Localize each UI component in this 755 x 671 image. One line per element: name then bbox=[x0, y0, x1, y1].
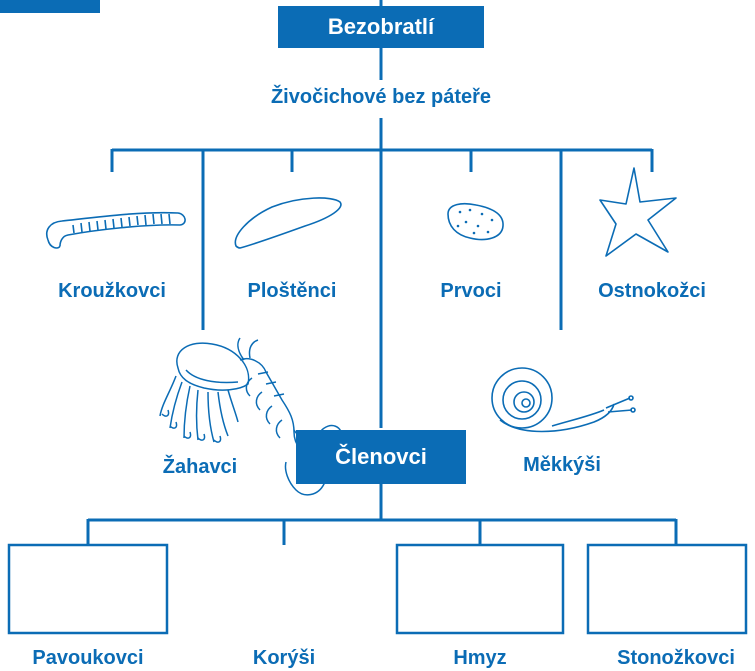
label-pavoukovci: Pavoukovci bbox=[32, 647, 144, 669]
jellyfish-icon bbox=[159, 342, 250, 443]
protozoan-icon bbox=[447, 202, 504, 241]
label-mekkysi: Měkkýši bbox=[523, 454, 601, 476]
arthropod-title: Členovci bbox=[296, 430, 466, 484]
root-subtitle: Živočichové bez páteře bbox=[270, 86, 492, 108]
label-ostnokozci: Ostnokožci bbox=[598, 280, 706, 302]
worm-icon bbox=[46, 211, 186, 249]
empty-box-stonozkovci bbox=[586, 543, 748, 635]
label-korysi: Korýši bbox=[252, 647, 316, 669]
corner-decoration bbox=[0, 0, 100, 13]
label-zahavci: Žahavci bbox=[162, 456, 238, 478]
flatworm-icon bbox=[234, 197, 342, 249]
empty-box-hmyz bbox=[395, 543, 565, 635]
label-prvoci: Prvoci bbox=[440, 280, 502, 302]
label-hmyz: Hmyz bbox=[453, 647, 507, 669]
starfish-icon bbox=[599, 167, 677, 257]
root-title: Bezobratlí bbox=[278, 6, 484, 48]
label-plostenci: Ploštěnci bbox=[247, 280, 337, 302]
connector-lines bbox=[86, 0, 678, 545]
label-stonozkovci: Stonožkovci bbox=[617, 647, 735, 669]
snail-icon bbox=[491, 367, 636, 433]
label-krouzkovci: Kroužkovci bbox=[58, 280, 166, 302]
empty-box-pavoukovci bbox=[7, 543, 169, 635]
